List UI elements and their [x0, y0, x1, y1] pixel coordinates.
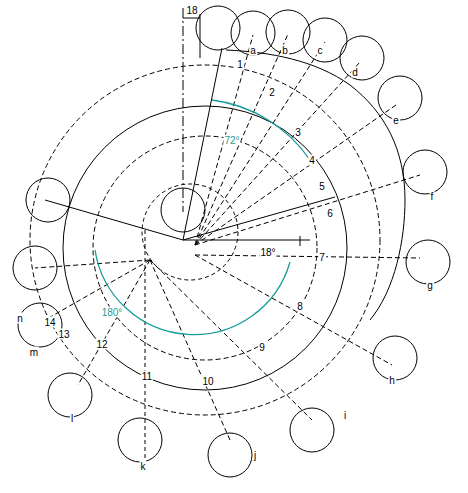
callout-label: b: [281, 45, 289, 56]
callout-label: 8: [296, 301, 304, 312]
callout-label: 5: [318, 181, 326, 192]
callout-label: 10: [201, 376, 214, 387]
callout-label: m: [29, 347, 39, 358]
callout-label: 6: [326, 208, 334, 219]
callout-label: j: [253, 450, 257, 461]
callout-label: 14: [43, 317, 56, 328]
dimension-label: 18°: [259, 247, 276, 258]
callout-label: g: [426, 280, 434, 291]
callout-label: n: [16, 313, 24, 324]
callout-label: d: [351, 67, 359, 78]
callout-label: 13: [57, 329, 70, 340]
callout-label: 1: [236, 59, 244, 70]
callout-label: 11: [141, 371, 153, 382]
callout-label: k: [140, 461, 147, 472]
callout-label: c: [317, 45, 324, 56]
callout-label: a: [249, 45, 257, 56]
callout-label: 7: [318, 252, 326, 263]
callout-label: 12: [95, 339, 108, 350]
dimension-label: 180°: [101, 307, 124, 318]
callout-label: i: [343, 410, 347, 421]
callout-label: 4: [308, 155, 316, 166]
dimension-label: 72°: [223, 135, 240, 146]
callout-label: e: [392, 115, 400, 126]
callout-label: h: [388, 375, 396, 386]
callout-label: f: [430, 191, 435, 202]
callout-label: l: [70, 413, 74, 424]
callout-label: 9: [258, 342, 266, 353]
callout-label: 2: [268, 87, 276, 98]
callout-label: 3: [294, 127, 302, 138]
dimension-label: 18: [185, 5, 198, 16]
